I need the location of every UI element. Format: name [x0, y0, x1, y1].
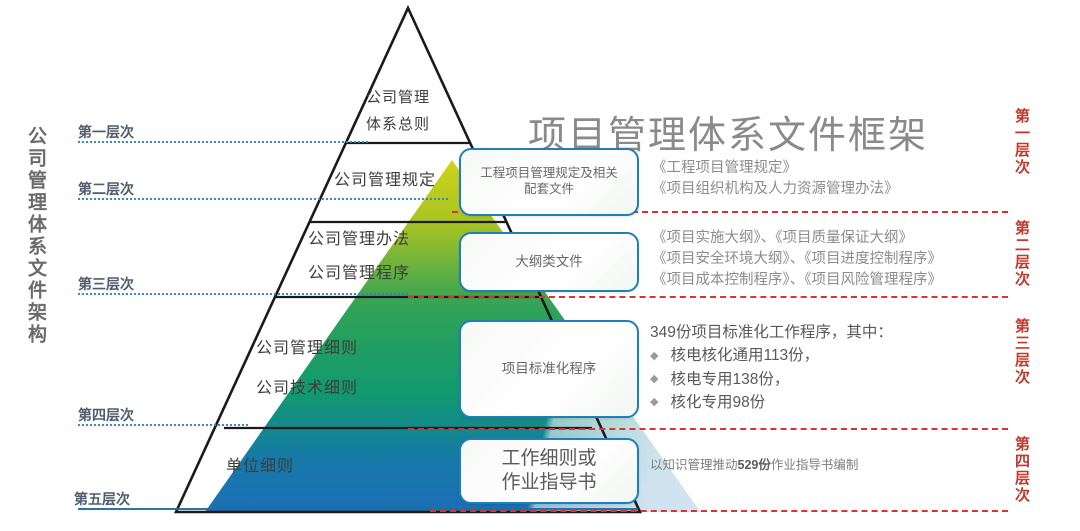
description-level-3-heading: 349份项目标准化工作程序，其中：	[650, 324, 893, 341]
doc-box-level-4[interactable]: 工作细则或 作业指导书	[459, 438, 639, 504]
list-item: ◆ 核电专用138份，	[650, 368, 893, 391]
description-level-4-count: 529份	[737, 458, 771, 472]
description-level-1-line-2: 《项目组织机构及人力资源管理办法》	[652, 181, 899, 198]
diamond-bullet-icon: ◆	[650, 349, 659, 362]
right-tier-label-1: 第一层次	[1013, 108, 1030, 176]
left-axis-label: 公司管理体系文件架构	[25, 126, 46, 346]
left-tier-label-5: 第五层次	[74, 491, 130, 507]
doc-box-level-3[interactable]: 项目标准化程序	[459, 320, 639, 418]
separator-red-2	[408, 296, 1008, 298]
doc-box-level-1-line-1: 工程项目管理规定及相关	[480, 166, 618, 181]
description-level-4-suffix: 作业指导书编制	[770, 458, 859, 472]
pyramid-level-3-line-1: 公司管理办法	[308, 231, 411, 248]
description-level-1-line-1: 《工程项目管理规定》	[652, 160, 797, 176]
separator-blue-2	[78, 198, 448, 200]
description-level-2-line-3: 《项目成本控制程序》、《项目风险管理程序》	[652, 272, 942, 289]
pyramid-level-4-line-2: 公司技术细则	[256, 380, 359, 397]
separator-red-3	[408, 428, 1008, 430]
left-tier-label-4: 第四层次	[78, 407, 134, 423]
diamond-bullet-icon: ◆	[650, 373, 659, 386]
pyramid-level-2-line-1: 公司管理规定	[334, 172, 437, 189]
left-tier-label-3: 第三层次	[78, 276, 134, 292]
description-level-4-prefix: 以知识管理推动	[650, 458, 738, 472]
separator-blue-3	[78, 293, 408, 295]
description-level-2: 《项目实施大纲》、《项目质量保证大纲》 《项目安全环境大纲》、《项目进度控制程序…	[652, 228, 942, 291]
separator-blue-5	[78, 508, 638, 510]
doc-box-level-4-line-1: 工作细则或	[501, 448, 597, 470]
list-item-label: 核电核化通用113份，	[670, 347, 820, 365]
right-tier-label-4: 第四层次	[1013, 436, 1030, 504]
pyramid-level-1-text-a: 公司管理	[366, 89, 431, 106]
right-tier-label-3: 第三层次	[1013, 318, 1030, 386]
pyramid-level-1-text-b: 体系总则	[366, 116, 431, 133]
separator-blue-1	[78, 141, 368, 143]
description-level-1: 《工程项目管理规定》 《项目组织机构及人力资源管理办法》	[652, 158, 899, 200]
doc-box-level-1-line-2: 配套文件	[523, 182, 574, 196]
diamond-bullet-icon: ◆	[650, 396, 659, 409]
doc-box-level-2-line-1: 大纲类文件	[515, 253, 583, 269]
left-tier-label-1: 第一层次	[78, 124, 134, 140]
doc-box-level-2[interactable]: 大纲类文件	[459, 232, 639, 292]
list-item-label: 核电专用138份，	[670, 370, 790, 388]
pyramid-level-1-line-1: 公司管理体系总则	[366, 86, 430, 134]
pyramid-level-4-line-1: 公司管理细则	[256, 340, 359, 357]
description-level-2-line-2: 《项目安全环境大纲》、《项目进度控制程序》	[652, 251, 942, 268]
doc-box-level-3-line-1: 项目标准化程序	[501, 360, 597, 376]
doc-box-level-1[interactable]: 工程项目管理规定及相关 配套文件	[459, 148, 639, 216]
description-level-3-list: ◆ 核电核化通用113份， ◆ 核电专用138份， ◆ 核化专用98份	[650, 344, 893, 414]
description-level-3: 349份项目标准化工作程序，其中： ◆ 核电核化通用113份， ◆ 核电专用13…	[650, 322, 893, 414]
left-tier-label-2: 第二层次	[78, 181, 134, 197]
doc-box-level-4-line-2: 作业指导书	[501, 472, 597, 493]
pyramid-level-3-line-2: 公司管理程序	[308, 265, 411, 282]
list-item-label: 核化专用98份	[670, 393, 766, 411]
separator-red-1	[452, 211, 1008, 213]
separator-blue-4	[78, 424, 248, 426]
description-level-4: 以知识管理推动529份作业指导书编制	[650, 456, 858, 474]
pyramid-level-5-line-1: 单位细则	[226, 458, 295, 475]
right-tier-label-2: 第二层次	[1013, 220, 1030, 288]
list-item: ◆ 核电核化通用113份，	[650, 344, 893, 367]
list-item: ◆ 核化专用98份	[650, 391, 893, 414]
separator-red-4	[430, 510, 1008, 512]
description-level-2-line-1: 《项目实施大纲》、《项目质量保证大纲》	[652, 230, 913, 246]
